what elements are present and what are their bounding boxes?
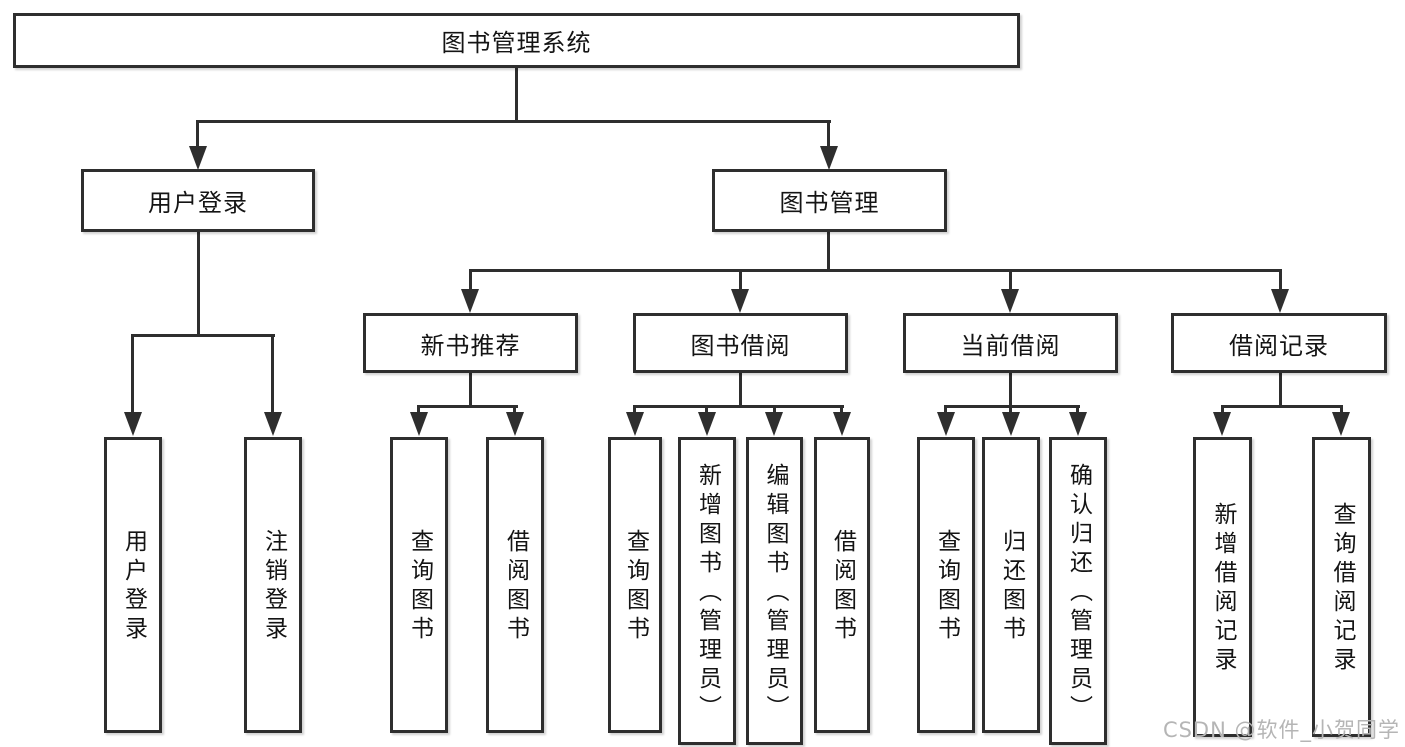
node-user-login: 用户登录 xyxy=(81,169,315,232)
connector-arrow xyxy=(1332,412,1350,436)
connector-line xyxy=(1076,405,1079,415)
leaf-add-borrow-record: 新增借阅记录 xyxy=(1193,437,1252,737)
connector-arrow xyxy=(124,412,142,436)
connector-line xyxy=(739,269,742,291)
node-new-book-recommendation: 新书推荐 xyxy=(363,313,578,373)
connector-line xyxy=(417,405,518,408)
connector-line xyxy=(131,334,134,414)
leaf-query-books-borrowing: 查询图书 xyxy=(608,437,662,733)
connector-arrow xyxy=(833,412,851,436)
connector-line xyxy=(469,269,1282,272)
connector-arrow xyxy=(937,412,955,436)
leaf-logout: 注销登录 xyxy=(244,437,302,733)
connector-arrow xyxy=(765,412,783,436)
connector-line xyxy=(1279,269,1282,291)
leaf-edit-books-admin: 编辑图书（管理员） xyxy=(746,437,803,745)
node-book-management: 图书管理 xyxy=(712,169,947,232)
connector-line xyxy=(196,120,199,150)
connector-line xyxy=(739,373,742,407)
connector-line xyxy=(633,405,844,408)
connector-line xyxy=(1221,405,1343,408)
leaf-query-books-current: 查询图书 xyxy=(917,437,975,733)
node-library-system: 图书管理系统 xyxy=(13,13,1020,68)
connector-arrow xyxy=(731,289,749,313)
leaf-user-login: 用户登录 xyxy=(104,437,162,733)
connector-arrow xyxy=(410,412,428,436)
connector-arrow xyxy=(264,412,282,436)
connector-line xyxy=(197,232,200,336)
connector-line xyxy=(1340,405,1343,415)
connector-line xyxy=(196,120,831,123)
leaf-return-books: 归还图书 xyxy=(982,437,1040,733)
connector-line xyxy=(271,334,274,414)
connector-arrow xyxy=(1001,289,1019,313)
leaf-confirm-return-admin: 确认归还（管理员） xyxy=(1049,437,1107,745)
node-current-borrowing: 当前借阅 xyxy=(903,313,1118,373)
connector-arrow xyxy=(820,146,838,170)
connector-arrow xyxy=(1271,289,1289,313)
connector-arrow xyxy=(1213,412,1231,436)
connector-line xyxy=(131,334,275,337)
connector-line xyxy=(827,232,830,272)
connector-arrow xyxy=(1069,412,1087,436)
connector-line xyxy=(1221,405,1224,415)
connector-line xyxy=(513,405,516,415)
leaf-query-borrow-record: 查询借阅记录 xyxy=(1312,437,1371,737)
connector-line xyxy=(705,405,708,415)
connector-line xyxy=(417,405,420,415)
connector-line xyxy=(633,405,636,415)
connector-line xyxy=(515,68,518,120)
node-book-borrowing: 图书借阅 xyxy=(633,313,848,373)
connector-line xyxy=(1009,373,1012,407)
leaf-add-books-admin: 新增图书（管理员） xyxy=(678,437,736,745)
connector-line xyxy=(944,405,1080,408)
leaf-borrow-books-borrowing: 借阅图书 xyxy=(814,437,870,733)
connector-line xyxy=(1009,269,1012,291)
connector-line xyxy=(1279,373,1282,407)
connector-line xyxy=(840,405,843,415)
connector-arrow xyxy=(1002,412,1020,436)
watermark: CSDN @软件_小贺同学 xyxy=(1162,718,1400,742)
connector-arrow xyxy=(506,412,524,436)
connector-arrow xyxy=(461,289,479,313)
connector-arrow xyxy=(626,412,644,436)
leaf-query-books-recommend: 查询图书 xyxy=(390,437,448,733)
connector-line xyxy=(469,373,472,407)
connector-line xyxy=(469,269,472,291)
connector-line xyxy=(944,405,947,415)
connector-line xyxy=(827,120,830,150)
connector-arrow xyxy=(698,412,716,436)
node-borrowing-records: 借阅记录 xyxy=(1171,313,1387,373)
connector-line xyxy=(773,405,776,415)
connector-arrow xyxy=(189,146,207,170)
leaf-borrow-books-recommend: 借阅图书 xyxy=(486,437,544,733)
connector-line xyxy=(1009,405,1012,415)
